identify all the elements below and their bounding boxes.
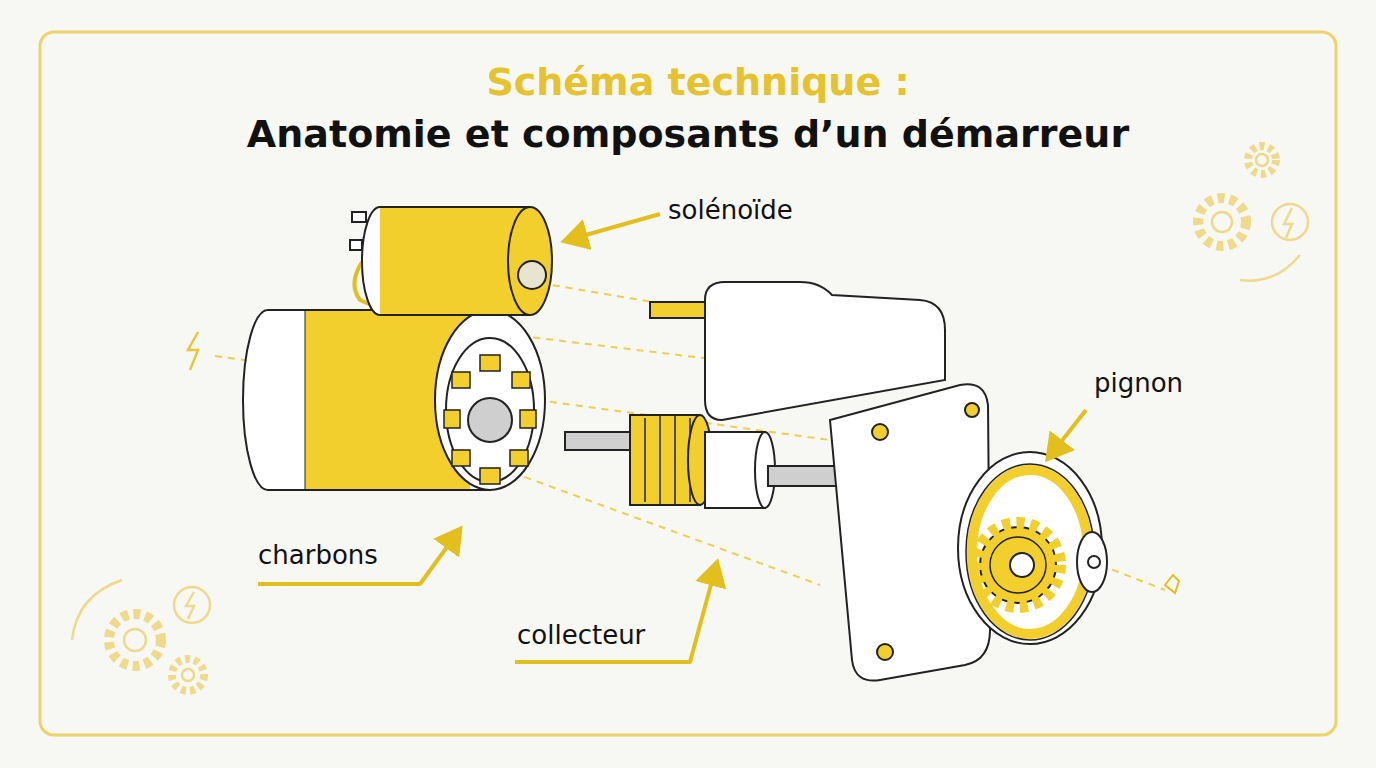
lightning-icon	[188, 332, 198, 370]
part-label: pignon	[1094, 368, 1183, 398]
armature	[565, 415, 863, 508]
part-label: charbons	[258, 540, 378, 570]
tip-icon	[1165, 575, 1179, 593]
subtitle: Schéma technique :	[10, 60, 1376, 104]
motor-housing	[243, 310, 545, 490]
decor-gears	[72, 146, 1308, 691]
part-label: collecteur	[517, 620, 645, 650]
leader-lines	[258, 214, 1086, 662]
drive-housing	[705, 282, 1107, 681]
part-label: solénoïde	[668, 195, 793, 225]
title: Anatomie et composants d’un démarreur	[0, 112, 1376, 156]
solenoid	[350, 207, 552, 315]
